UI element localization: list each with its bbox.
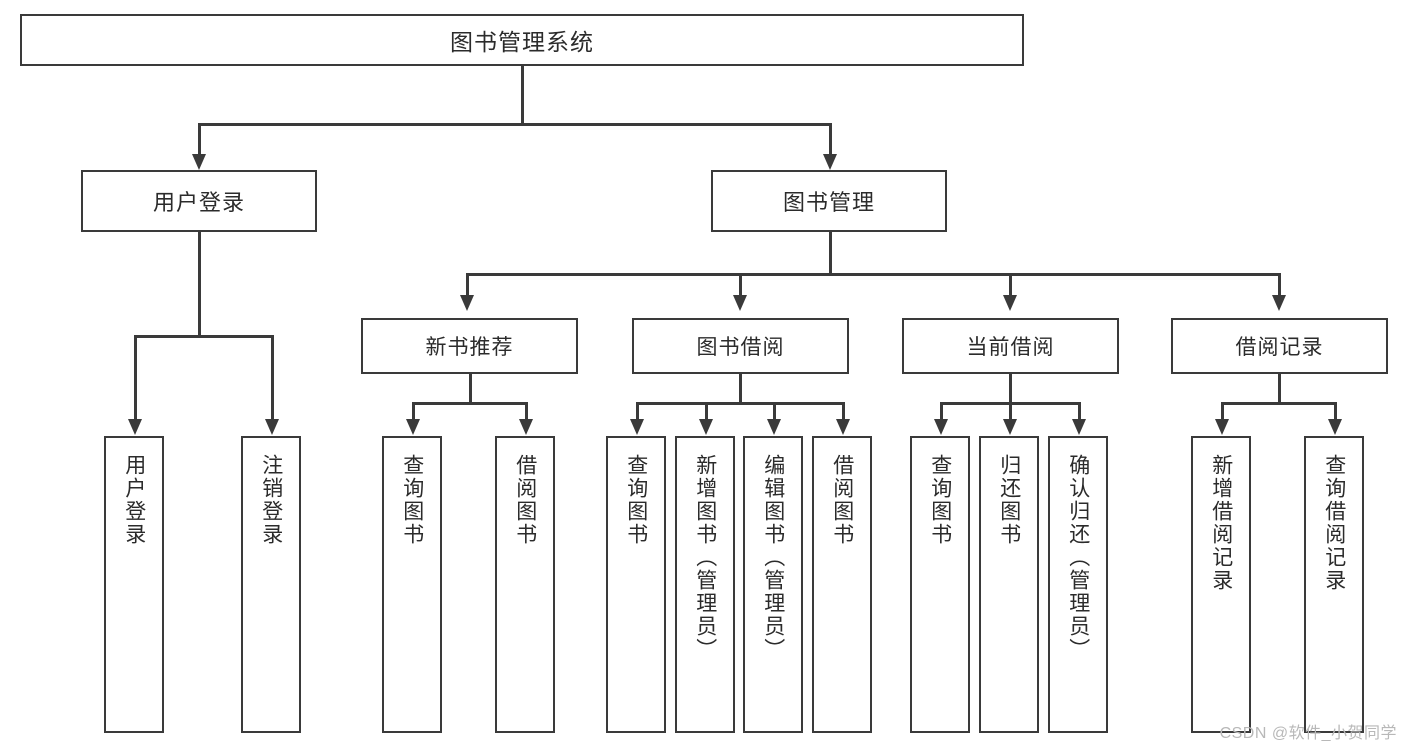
- connector-user-login-bar: [134, 335, 273, 338]
- connector-book-mgmt-to-new-book: [466, 273, 469, 297]
- connector-user-login-stem: [198, 232, 201, 335]
- leaf-current-borrow-query-book[interactable]: 查询图书: [910, 436, 970, 733]
- connector-book-mgmt-stem: [829, 232, 832, 273]
- arrowhead-new-book-leaf-1: [406, 419, 420, 435]
- leaf-user-login-logout[interactable]: 注销登录: [241, 436, 301, 733]
- arrowhead-root-to-user-login: [192, 154, 206, 170]
- arrowhead-new-book-leaf-2: [519, 419, 533, 435]
- node-borrow-record[interactable]: 借阅记录: [1171, 318, 1388, 374]
- arrowhead-book-mgmt-new-book: [460, 295, 474, 311]
- leaf-book-borrow-query-book[interactable]: 查询图书: [606, 436, 666, 733]
- leaf-label: 查询图书: [624, 454, 648, 546]
- leaf-borrow-record-query-record[interactable]: 查询借阅记录: [1304, 436, 1364, 733]
- connector-book-mgmt-bar: [466, 273, 1278, 276]
- leaf-label: 用户登录: [122, 454, 146, 546]
- connector-root-to-user-login: [198, 123, 201, 156]
- arrowhead-book-mgmt-current-borrow: [1003, 295, 1017, 311]
- connector-current-borrow-to-leaf-1: [940, 402, 943, 421]
- connector-user-login-to-leaf-2: [271, 335, 274, 421]
- connector-book-borrow-to-leaf-2: [705, 402, 708, 421]
- arrowhead-user-login-leaf-1: [128, 419, 142, 435]
- connector-borrow-record-to-leaf-1: [1221, 402, 1224, 421]
- arrowhead-current-borrow-leaf-2: [1003, 419, 1017, 435]
- connector-new-book-stem: [469, 374, 472, 402]
- connector-root-bar: [198, 123, 831, 126]
- connector-root-stem: [521, 66, 524, 123]
- arrowhead-book-mgmt-book-borrow: [733, 295, 747, 311]
- arrowhead-book-borrow-leaf-1: [630, 419, 644, 435]
- leaf-book-borrow-edit-book-admin[interactable]: 编辑图书（管理员）: [743, 436, 803, 733]
- leaf-borrow-record-add-record[interactable]: 新增借阅记录: [1191, 436, 1251, 733]
- leaf-label: 借阅图书: [513, 454, 537, 546]
- node-root-system[interactable]: 图书管理系统: [20, 14, 1024, 66]
- arrowhead-book-mgmt-borrow-record: [1272, 295, 1286, 311]
- connector-borrow-record-to-leaf-2: [1334, 402, 1337, 421]
- node-new-book-recommend[interactable]: 新书推荐: [361, 318, 578, 374]
- connector-book-borrow-bar: [636, 402, 844, 405]
- connector-borrow-record-bar: [1221, 402, 1337, 405]
- arrowhead-current-borrow-leaf-1: [934, 419, 948, 435]
- connector-user-login-to-leaf-1: [134, 335, 137, 421]
- connector-book-borrow-to-leaf-1: [636, 402, 639, 421]
- connector-new-book-to-leaf-2: [525, 402, 528, 421]
- arrowhead-book-borrow-leaf-4: [836, 419, 850, 435]
- node-user-login[interactable]: 用户登录: [81, 170, 317, 232]
- connector-new-book-to-leaf-1: [412, 402, 415, 421]
- connector-book-mgmt-to-borrow-record: [1278, 273, 1281, 297]
- connector-book-borrow-stem: [739, 374, 742, 402]
- arrowhead-root-to-book-mgmt: [823, 154, 837, 170]
- connector-current-borrow-to-leaf-3: [1078, 402, 1081, 421]
- connector-borrow-record-stem: [1278, 374, 1281, 402]
- leaf-label: 确认归还（管理员）: [1066, 454, 1090, 661]
- node-book-management[interactable]: 图书管理: [711, 170, 947, 232]
- connector-root-to-book-mgmt: [829, 123, 832, 156]
- arrowhead-book-borrow-leaf-3: [767, 419, 781, 435]
- leaf-current-borrow-confirm-return-admin[interactable]: 确认归还（管理员）: [1048, 436, 1108, 733]
- arrowhead-current-borrow-leaf-3: [1072, 419, 1086, 435]
- arrowhead-user-login-leaf-2: [265, 419, 279, 435]
- leaf-current-borrow-return-book[interactable]: 归还图书: [979, 436, 1039, 733]
- leaf-label: 借阅图书: [830, 454, 854, 546]
- connector-book-mgmt-to-book-borrow: [739, 273, 742, 297]
- leaf-new-book-query-book[interactable]: 查询图书: [382, 436, 442, 733]
- leaf-book-borrow-add-book-admin[interactable]: 新增图书（管理员）: [675, 436, 735, 733]
- leaf-book-borrow-borrow-book[interactable]: 借阅图书: [812, 436, 872, 733]
- connector-current-borrow-stem: [1009, 374, 1012, 402]
- leaf-label: 新增借阅记录: [1209, 454, 1233, 592]
- leaf-label: 注销登录: [259, 454, 283, 546]
- arrowhead-borrow-record-leaf-2: [1328, 419, 1342, 435]
- leaf-label: 查询借阅记录: [1322, 454, 1346, 592]
- watermark-text: CSDN @软件_小贺同学: [1219, 725, 1397, 742]
- arrowhead-book-borrow-leaf-2: [699, 419, 713, 435]
- leaf-label: 新增图书（管理员）: [693, 454, 717, 661]
- node-book-borrow[interactable]: 图书借阅: [632, 318, 849, 374]
- connector-book-mgmt-to-current-borrow: [1009, 273, 1012, 297]
- arrowhead-borrow-record-leaf-1: [1215, 419, 1229, 435]
- connector-new-book-bar: [412, 402, 528, 405]
- leaf-user-login-login[interactable]: 用户登录: [104, 436, 164, 733]
- leaf-label: 归还图书: [997, 454, 1021, 546]
- node-current-borrow[interactable]: 当前借阅: [902, 318, 1119, 374]
- connector-current-borrow-to-leaf-2: [1009, 402, 1012, 421]
- leaf-label: 查询图书: [400, 454, 424, 546]
- connector-book-borrow-to-leaf-3: [773, 402, 776, 421]
- leaf-label: 查询图书: [928, 454, 952, 546]
- leaf-label: 编辑图书（管理员）: [761, 454, 785, 661]
- connector-book-borrow-to-leaf-4: [842, 402, 845, 421]
- leaf-new-book-borrow-book[interactable]: 借阅图书: [495, 436, 555, 733]
